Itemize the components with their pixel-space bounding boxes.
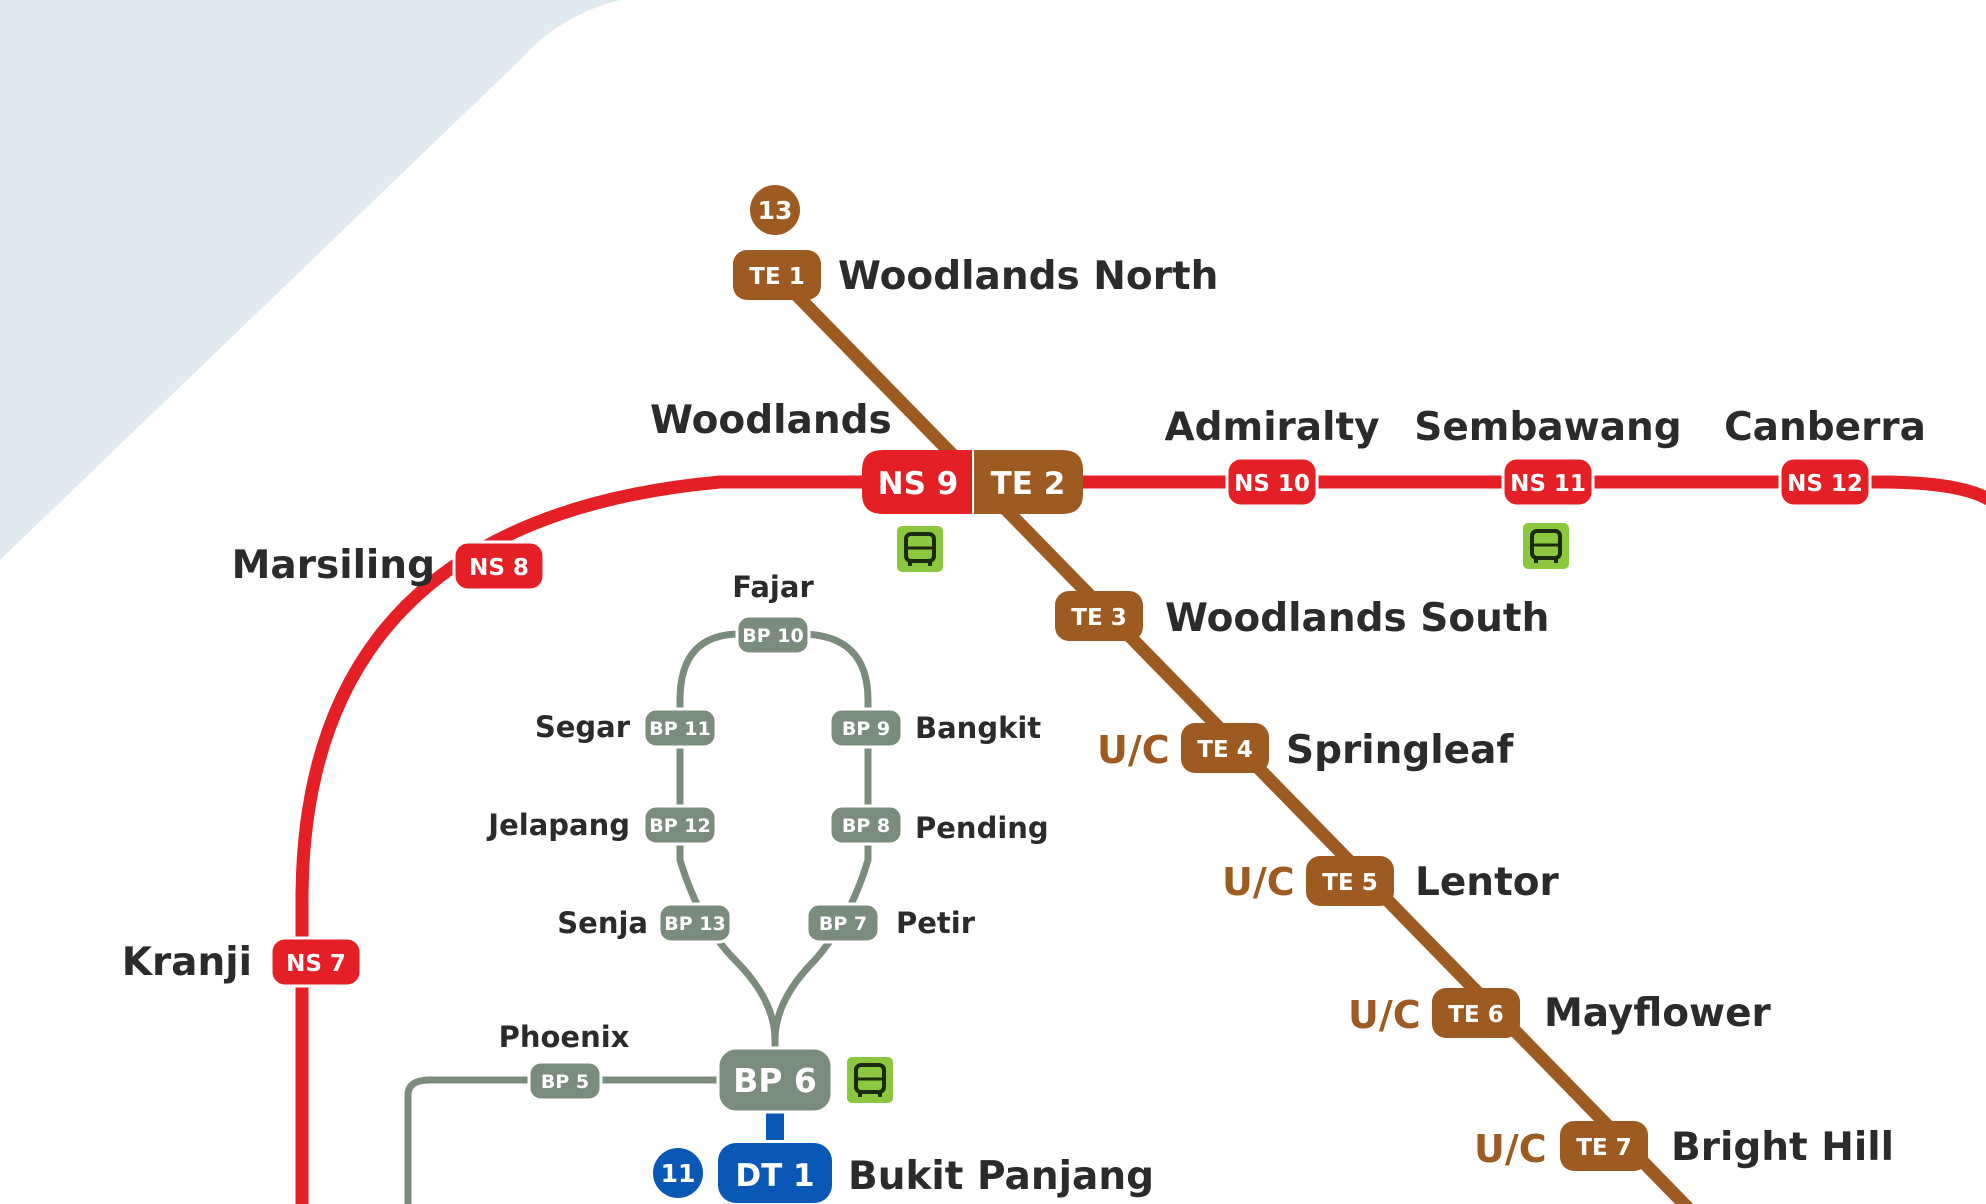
station-te4[interactable]: U/C TE 4 Springleaf <box>1097 723 1514 773</box>
station-label: Bright Hill <box>1671 1125 1894 1170</box>
station-label: Woodlands <box>650 398 892 443</box>
station-bp10[interactable]: BP 10 Fajar <box>732 570 814 656</box>
bus-interchange-icon <box>1523 523 1569 569</box>
station-bp11[interactable]: BP 11 Segar <box>535 707 718 749</box>
station-ns7[interactable]: NS 7 Kranji <box>122 936 363 988</box>
svg-text:BP 6: BP 6 <box>733 1061 817 1100</box>
svg-text:TE 5: TE 5 <box>1322 870 1377 896</box>
bus-interchange-icon <box>897 526 943 572</box>
station-label: Petir <box>896 906 976 940</box>
svg-text:TE 4: TE 4 <box>1197 737 1252 763</box>
station-label: Phoenix <box>499 1020 630 1054</box>
station-ns8[interactable]: NS 8 Marsiling <box>232 540 546 592</box>
station-label: Jelapang <box>486 808 630 842</box>
svg-text:TE 7: TE 7 <box>1576 1135 1631 1161</box>
svg-text:BP 7: BP 7 <box>819 913 867 935</box>
svg-text:NS 7: NS 7 <box>286 951 346 977</box>
station-te7[interactable]: U/C TE 7 Bright Hill <box>1474 1121 1894 1171</box>
svg-text:BP 8: BP 8 <box>842 815 890 837</box>
station-label: Sembawang <box>1414 405 1681 450</box>
dt-line-number-badge <box>653 1148 703 1198</box>
station-te1[interactable]: TE 1 Woodlands North <box>733 250 1218 300</box>
te-line-number-badge <box>750 185 800 235</box>
under-construction-badge: U/C <box>1348 993 1421 1037</box>
station-label: Woodlands South <box>1165 596 1549 641</box>
station-bp7[interactable]: BP 7 Petir <box>805 902 976 944</box>
svg-text:BP 5: BP 5 <box>541 1071 589 1093</box>
station-label: Kranji <box>122 940 252 985</box>
svg-text:TE 6: TE 6 <box>1448 1002 1503 1028</box>
station-label: Lentor <box>1415 860 1560 905</box>
station-label: Marsiling <box>232 543 435 588</box>
svg-text:NS 12: NS 12 <box>1787 471 1863 497</box>
station-ns11[interactable]: NS 11 Sembawang <box>1414 405 1682 508</box>
water-area <box>0 0 620 560</box>
station-bp5[interactable]: BP 5 Phoenix <box>499 1020 630 1102</box>
station-label: Fajar <box>732 570 814 604</box>
station-label: Pending <box>915 811 1049 845</box>
station-dt1[interactable]: DT 1 Bukit Panjang <box>718 1143 1154 1203</box>
station-te3[interactable]: TE 3 Woodlands South <box>1055 591 1549 641</box>
station-label: Segar <box>535 710 631 744</box>
station-ns9-te2-interchange[interactable]: Woodlands NS 9 TE 2 <box>650 398 1083 514</box>
dt-line-number-text: 11 <box>661 1159 696 1188</box>
station-label: Woodlands North <box>838 254 1218 299</box>
station-bp6[interactable]: BP 6 <box>716 1046 834 1114</box>
station-bp13[interactable]: BP 13 Senja <box>557 902 733 944</box>
station-label: Admiralty <box>1164 405 1379 450</box>
svg-text:BP 13: BP 13 <box>664 913 725 935</box>
station-label: Bangkit <box>915 711 1041 745</box>
svg-text:DT 1: DT 1 <box>735 1158 814 1194</box>
svg-text:NS 8: NS 8 <box>469 555 529 581</box>
station-label: Canberra <box>1724 405 1926 450</box>
svg-text:TE 1: TE 1 <box>749 264 804 290</box>
under-construction-badge: U/C <box>1222 860 1295 904</box>
station-bp12[interactable]: BP 12 Jelapang <box>486 804 718 846</box>
ns-line <box>295 475 1986 1204</box>
svg-text:NS 10: NS 10 <box>1234 471 1310 497</box>
station-ns12[interactable]: NS 12 Canberra <box>1724 405 1926 508</box>
under-construction-badge: U/C <box>1474 1127 1547 1171</box>
station-label: Bukit Panjang <box>848 1154 1154 1199</box>
svg-text:NS 9: NS 9 <box>878 466 959 502</box>
station-bp9[interactable]: BP 9 Bangkit <box>828 707 1041 749</box>
svg-text:NS 11: NS 11 <box>1510 471 1586 497</box>
te-line-number-text: 13 <box>758 196 793 225</box>
station-label: Senja <box>557 906 648 940</box>
svg-text:BP 11: BP 11 <box>649 718 710 740</box>
svg-text:BP 9: BP 9 <box>842 718 890 740</box>
station-te6[interactable]: U/C TE 6 Mayflower <box>1348 988 1772 1038</box>
svg-text:BP 10: BP 10 <box>742 625 803 647</box>
station-label: Springleaf <box>1286 728 1514 773</box>
station-bp8[interactable]: BP 8 Pending <box>828 804 1049 846</box>
svg-text:TE 2: TE 2 <box>991 466 1066 502</box>
station-label: Mayflower <box>1544 991 1772 1036</box>
station-te5[interactable]: U/C TE 5 Lentor <box>1222 856 1560 906</box>
bus-interchange-icon <box>847 1057 893 1103</box>
station-ns10[interactable]: NS 10 Admiralty <box>1164 405 1380 508</box>
under-construction-badge: U/C <box>1097 728 1170 772</box>
svg-text:TE 3: TE 3 <box>1071 605 1126 631</box>
svg-text:BP 12: BP 12 <box>649 815 710 837</box>
